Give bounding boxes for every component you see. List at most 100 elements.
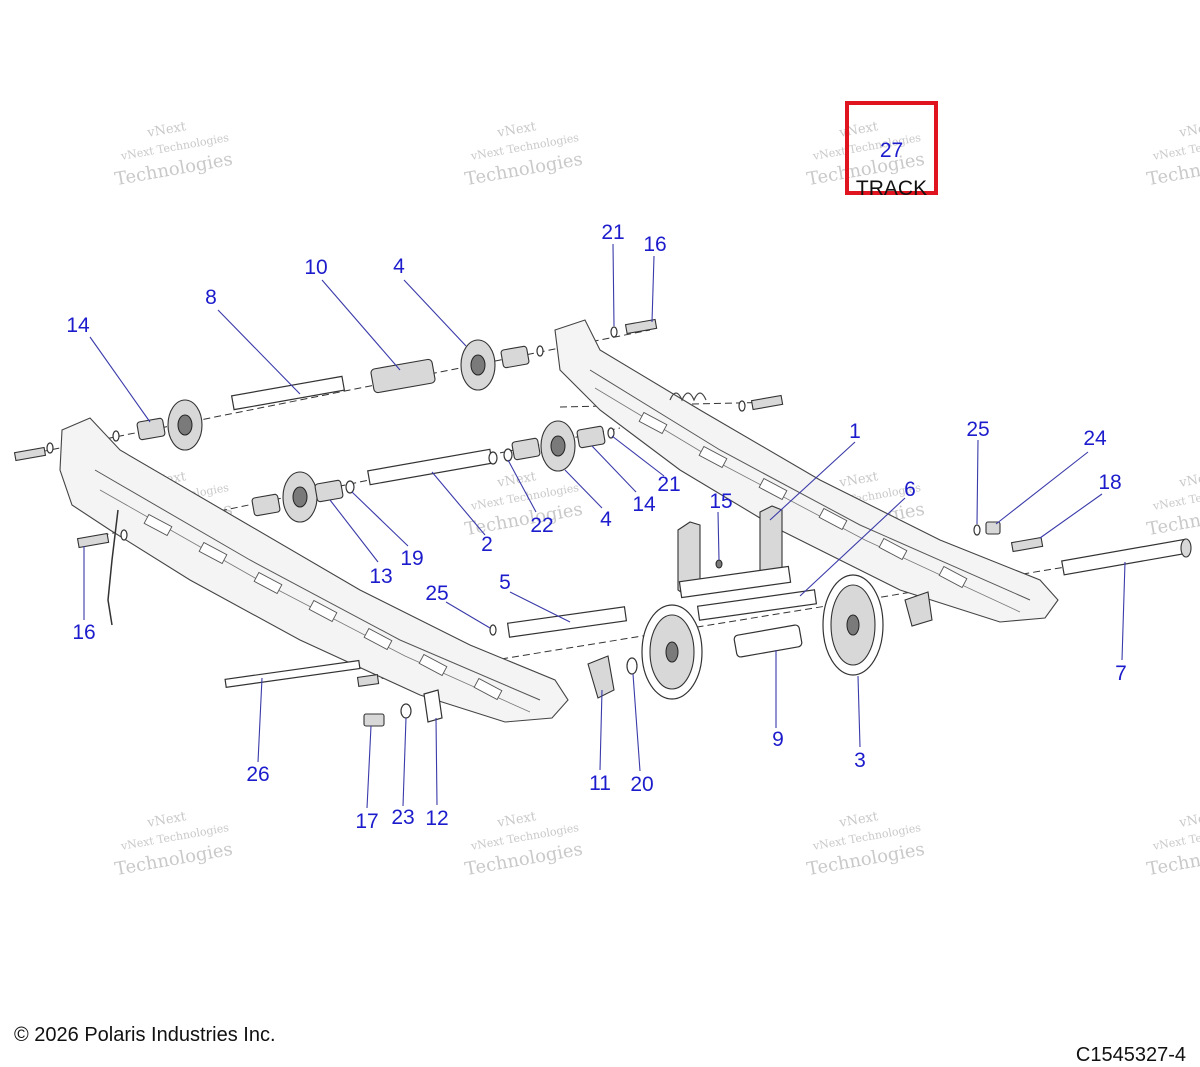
tube-5 (506, 606, 628, 638)
callout-21b[interactable]: 21 (657, 473, 680, 496)
leader-lines (83, 243, 1126, 809)
callout-20[interactable]: 20 (630, 773, 653, 796)
axis-upper (19, 329, 651, 457)
leader-23 (402, 717, 407, 807)
leader-22 (507, 459, 537, 513)
callout-14a[interactable]: 14 (66, 314, 90, 337)
watermark-vnext: vNext (1177, 469, 1200, 491)
callout-25b[interactable]: 25 (966, 418, 989, 441)
rail-cutout (308, 599, 338, 623)
callout-24[interactable]: 24 (1083, 427, 1107, 450)
callout-26[interactable]: 26 (246, 763, 269, 786)
rail-cutout (878, 537, 908, 561)
right-rail-edge (589, 369, 1031, 601)
callout-16b[interactable]: 16 (72, 621, 95, 644)
callout-10[interactable]: 10 (304, 256, 327, 279)
rail-cutout (473, 677, 503, 701)
callout-1[interactable]: 1 (849, 420, 861, 443)
wheel-hub (177, 414, 193, 436)
leader-25a (445, 601, 491, 629)
callout-15[interactable]: 15 (709, 490, 732, 513)
clip-19 (345, 480, 355, 494)
bushing-13 (314, 479, 344, 503)
watermark: vNext vNext Technologies Technologies (805, 809, 926, 880)
leader-8 (217, 309, 301, 395)
bolt-16 (76, 532, 110, 549)
washer-20 (626, 657, 638, 675)
upper-shaft-assembly (13, 318, 658, 462)
callout-6[interactable]: 6 (904, 478, 916, 501)
watermark-vnext: vNext (145, 119, 188, 141)
callout-7[interactable]: 7 (1115, 662, 1127, 685)
callout-11[interactable]: 11 (589, 772, 611, 795)
callout-17[interactable]: 17 (355, 810, 378, 833)
washer-21 (610, 326, 618, 338)
rail-cutout (198, 541, 228, 565)
middle-shaft-assembly (76, 394, 784, 549)
callout-12[interactable]: 12 (425, 807, 448, 830)
left-rail-strap (107, 509, 119, 626)
watermark-vnext: vNext (1177, 809, 1200, 831)
leader-21b (611, 435, 665, 477)
wheel-hub (846, 614, 860, 636)
bolt (750, 394, 784, 411)
callout-2[interactable]: 2 (481, 533, 493, 556)
washer (46, 442, 54, 454)
bushing (511, 437, 541, 461)
callout-8[interactable]: 8 (205, 286, 217, 309)
washer-25 (973, 524, 981, 536)
callout-23[interactable]: 23 (391, 806, 414, 829)
watermark: vNext vNext Technologies Technologies (463, 469, 584, 540)
cap (904, 591, 933, 627)
callout-18[interactable]: 18 (1098, 471, 1121, 494)
callout-4a[interactable]: 4 (393, 255, 405, 278)
leader-14a (89, 336, 151, 423)
callout-14b[interactable]: 14 (632, 493, 656, 516)
leader-20 (632, 673, 641, 772)
leader-21a (612, 243, 615, 327)
callout-21a[interactable]: 21 (601, 221, 624, 244)
watermark: vNext vNext Technologies Technologies (463, 809, 584, 880)
rail-cutout (363, 627, 393, 651)
watermark: vNext vNext Technologies Technologies (463, 119, 584, 190)
watermark-vnext: vNext (145, 809, 188, 831)
plate-12 (423, 689, 443, 723)
callout-3[interactable]: 3 (854, 749, 866, 772)
callout-16a[interactable]: 16 (643, 233, 666, 256)
callout-13[interactable]: 13 (369, 565, 392, 588)
bolt-left (13, 446, 47, 462)
callout-4b[interactable]: 4 (600, 508, 612, 531)
lower-assembly (224, 538, 1192, 727)
rail-cutout (698, 445, 728, 469)
leader-6 (799, 497, 906, 597)
wheel-hub (665, 641, 679, 663)
tube-6 (696, 589, 818, 621)
leader-1 (769, 441, 856, 521)
watermark: vNext vNext Technologies Technologies (1145, 469, 1200, 540)
callout-27[interactable]: 27 (879, 139, 904, 162)
leader-17 (366, 725, 372, 809)
callout-5[interactable]: 5 (499, 571, 511, 594)
washer (738, 400, 746, 412)
track-callout-box[interactable]: 27 TRACK (845, 101, 938, 200)
callout-25a[interactable]: 25 (425, 582, 448, 605)
leader-25b (976, 439, 979, 525)
bolt-17 (363, 713, 385, 727)
rail-cutout (143, 513, 173, 537)
bracket-crossbar (678, 565, 792, 599)
right-rail (554, 319, 1059, 623)
callout-22[interactable]: 22 (530, 514, 553, 537)
watermark: vNext vNext Technologies Technologies (1145, 809, 1200, 880)
leader-15 (717, 511, 720, 561)
shaft-8 (230, 375, 346, 411)
callout-9[interactable]: 9 (772, 728, 784, 751)
leader-4b (564, 469, 603, 509)
leader-10 (321, 279, 401, 371)
bracket-assembly (489, 505, 1044, 638)
bushing (500, 345, 530, 369)
clip (488, 451, 498, 465)
callout-19[interactable]: 19 (400, 547, 423, 570)
washer (112, 430, 120, 442)
watermark-vnext: vNext (837, 809, 880, 831)
